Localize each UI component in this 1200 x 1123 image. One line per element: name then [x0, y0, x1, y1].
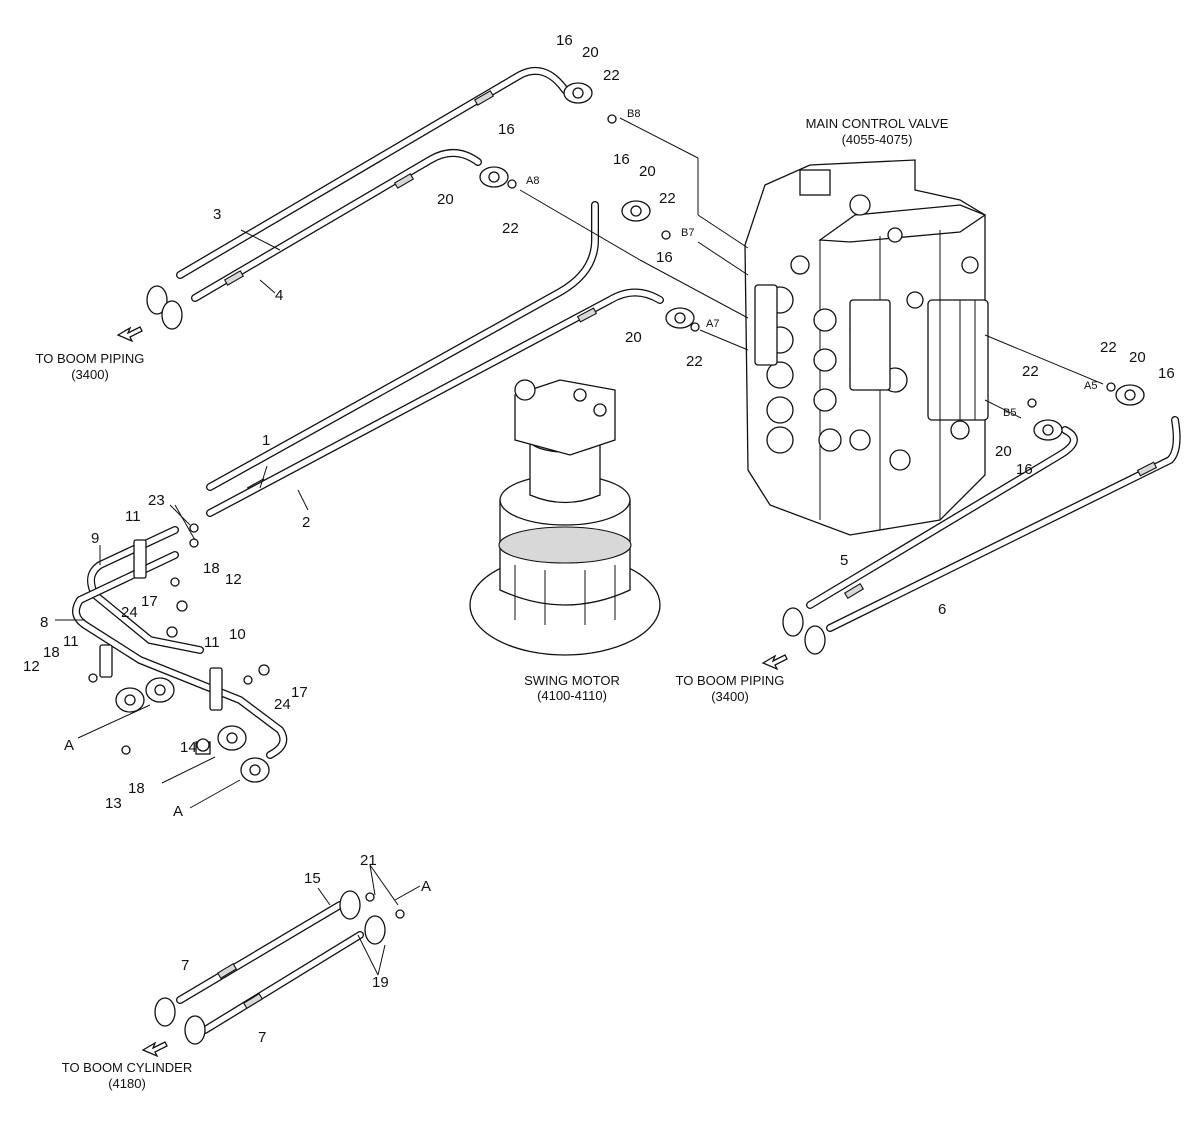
callout-19: 19: [372, 974, 389, 991]
port-a-top: A: [421, 878, 431, 895]
callout-24-left: 24: [121, 604, 138, 621]
port-a-left: A: [64, 737, 74, 754]
callout-23: 23: [148, 492, 165, 509]
port-a-bottom: A: [173, 803, 183, 820]
callout-22-c: 22: [659, 190, 676, 207]
callout-13: 13: [105, 795, 122, 812]
callout-20-c: 20: [639, 163, 656, 180]
leader-lines: [55, 117, 1104, 976]
callout-16-d: 16: [656, 249, 673, 266]
callout-20-f: 20: [995, 443, 1012, 460]
port-a8: A8: [526, 175, 539, 187]
flange-fittings: [88, 82, 1145, 1045]
swing-motor-title: SWING MOTOR: [524, 673, 620, 688]
hose-4: [191, 149, 482, 302]
callout-18-upper: 18: [203, 560, 220, 577]
callout-20-b: 20: [437, 191, 454, 208]
hose-6: [826, 416, 1181, 632]
callout-18-left: 18: [43, 644, 60, 661]
callout-22-a: 22: [603, 67, 620, 84]
to-boom-cylinder-ref: (4180): [108, 1076, 146, 1091]
callout-16-a: 16: [556, 32, 573, 49]
callout-3: 3: [213, 206, 221, 223]
callout-22-f: 22: [1022, 363, 1039, 380]
port-b5: B5: [1003, 407, 1016, 419]
callout-14: 14: [180, 739, 197, 756]
main-control-valve-ref: (4055-4075): [842, 132, 913, 147]
callout-6: 6: [938, 601, 946, 618]
to-boom-piping-left: TO BOOM PIPING: [36, 351, 145, 366]
pipe-8: [72, 551, 288, 759]
callout-20-e: 20: [1129, 349, 1146, 366]
labels: MAIN CONTROL VALVE (4055-4075) SWING MOT…: [36, 108, 1098, 1091]
main-control-valve-title: MAIN CONTROL VALVE: [806, 116, 949, 131]
callout-18-lower: 18: [128, 780, 145, 797]
swing-motor-ref: (4100-4110): [537, 688, 607, 703]
callout-22-d: 22: [686, 353, 703, 370]
callout-11-upper: 11: [125, 508, 141, 525]
port-b7: B7: [681, 227, 694, 239]
callout-24-right: 24: [274, 696, 291, 713]
hose-3: [176, 67, 569, 279]
hose-2: [206, 288, 664, 517]
port-a7: A7: [706, 318, 719, 330]
callout-12-right: 12: [225, 571, 242, 588]
callout-2: 2: [302, 514, 310, 531]
to-boom-piping-left-ref: (3400): [71, 367, 109, 382]
port-b8: B8: [627, 108, 640, 120]
callout-9: 9: [91, 530, 99, 547]
callout-11-left: 11: [63, 633, 79, 650]
callout-7-upper: 7: [181, 957, 189, 974]
callout-1: 1: [262, 432, 270, 449]
callout-16-e: 16: [1158, 365, 1175, 382]
hose-7-lower: [201, 931, 364, 1034]
to-boom-cylinder: TO BOOM CYLINDER: [62, 1060, 193, 1075]
callout-22-b: 22: [502, 220, 519, 237]
callout-20-d: 20: [625, 329, 642, 346]
callout-17-right: 17: [291, 684, 308, 701]
callout-22-e: 22: [1100, 339, 1117, 356]
callout-16-c: 16: [613, 151, 630, 168]
callout-16-f: 16: [1016, 461, 1033, 478]
swing-motor: [469, 379, 661, 656]
main-control-valve: [744, 159, 989, 536]
hose-5: [806, 426, 1078, 609]
callout-10: 10: [229, 626, 246, 643]
hose-7-upper: [176, 901, 344, 1004]
to-boom-piping-right-ref: (3400): [711, 689, 749, 704]
callout-15: 15: [304, 870, 321, 887]
callout-5: 5: [840, 552, 848, 569]
callout-numbers: 1 2 3 4 5 6 7 7 8 9 10 11 11 11 12 12 13…: [23, 32, 1175, 1046]
callout-16-b: 16: [498, 121, 515, 138]
callout-11-right: 11: [204, 634, 220, 651]
callout-12-left: 12: [23, 658, 40, 675]
callout-7-lower: 7: [258, 1029, 266, 1046]
direction-arrows: [116, 326, 788, 1058]
callout-17-left: 17: [141, 593, 158, 610]
port-a5: A5: [1084, 380, 1097, 392]
callout-21: 21: [360, 852, 377, 869]
to-boom-piping-right: TO BOOM PIPING: [676, 673, 785, 688]
callout-4: 4: [275, 287, 283, 304]
callout-20-a: 20: [582, 44, 599, 61]
callout-8: 8: [40, 614, 48, 631]
